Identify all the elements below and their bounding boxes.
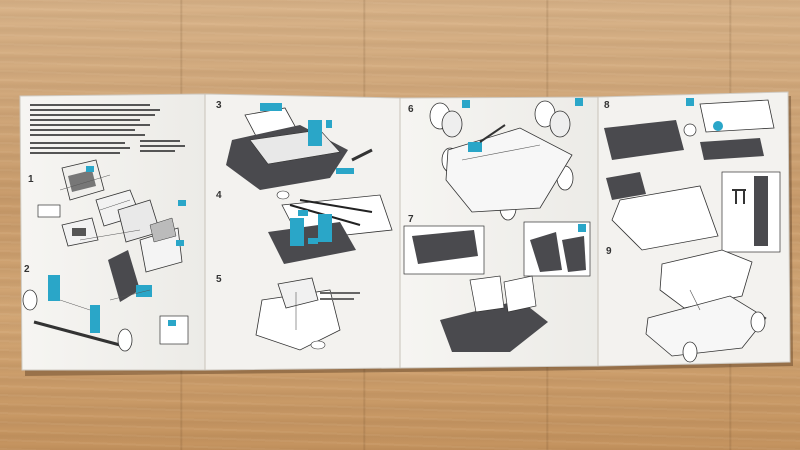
step-6-marker xyxy=(462,100,470,108)
step-number-3: 3 xyxy=(216,100,222,111)
panel-3: 6 7 xyxy=(399,96,599,369)
step-3-parts xyxy=(226,103,373,190)
step-8-parts xyxy=(604,99,781,253)
step-2-parts xyxy=(22,250,189,352)
step-number-1: 1 xyxy=(28,174,34,185)
step-4-parts xyxy=(268,190,393,264)
step-5-parts xyxy=(255,277,360,351)
step-9-parts xyxy=(645,249,767,363)
panel-2: 3 4 5 xyxy=(204,93,401,371)
step-8-marker xyxy=(686,98,694,106)
step-6-marker-2 xyxy=(575,98,583,106)
panel-4: 8 9 xyxy=(597,91,791,367)
step-number-4: 4 xyxy=(216,190,222,201)
step-number-2: 2 xyxy=(24,264,30,275)
step-number-6: 6 xyxy=(408,104,414,115)
step-1-parts xyxy=(37,159,186,273)
step-number-8: 8 xyxy=(604,100,610,111)
step-number-5: 5 xyxy=(216,274,222,285)
step-number-9: 9 xyxy=(606,246,612,257)
header-text-block xyxy=(30,104,185,154)
step-number-7: 7 xyxy=(408,214,414,225)
panel-1: 1 2 xyxy=(19,93,206,371)
step-7-parts xyxy=(403,221,591,352)
step-6-parts xyxy=(429,100,574,221)
